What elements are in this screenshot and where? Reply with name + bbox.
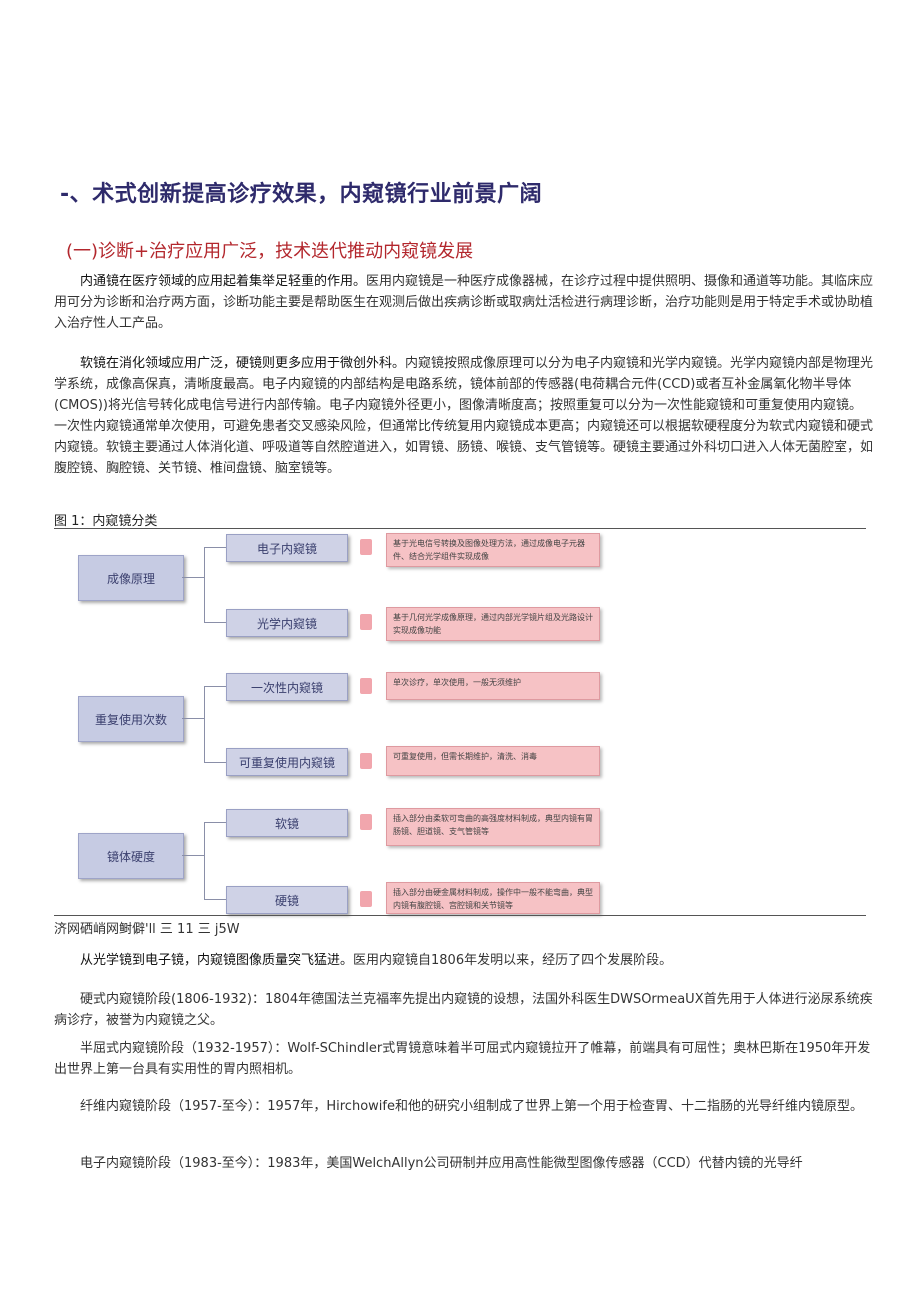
category-box: 成像原理 [78, 555, 184, 601]
paragraph-lead: 内通镜在医疗领域的应用起着集举足轻重的作用。 [80, 274, 367, 289]
arrow-icon [360, 891, 372, 907]
paragraph-stage-fiber: 纤维内窥镜阶段（1957-至今）：1957年，Hirchowife和他的研究小组… [54, 1096, 874, 1117]
connector [204, 547, 226, 548]
type-box: 软镜 [226, 809, 348, 837]
type-box: 一次性内窥镜 [226, 673, 348, 701]
description-box: 基于几何光学成像原理，通过内部光学镜片组及光路设计实现成像功能 [386, 607, 600, 641]
type-box: 可重复使用内窥镜 [226, 748, 348, 776]
arrow-icon [360, 814, 372, 830]
type-box: 光学内窥镜 [226, 609, 348, 637]
description-box: 可重复使用，但需长期维护，清洗、消毒 [386, 746, 600, 776]
paragraph-text: 硬式内窥镜阶段(1806-1932)：1804年德国法兰克福率先提出内窥镜的设想… [54, 992, 873, 1028]
paragraph-text: 医用内窥镜是一种医疗成像器械，在诊疗过程中提供照明、摄像和通道等功能。其临床应用… [54, 274, 874, 331]
paragraph-text: 半屈式内窥镜阶段（1932-1957）：Wolf-SChindler式胃镜意味着… [54, 1041, 871, 1077]
description-box: 基于光电信号转换及图像处理方法，通过成像电子元器件、结合光学组件实现成像 [386, 533, 600, 567]
arrow-icon [360, 753, 372, 769]
paragraph-stage-electronic: 电子内窥镜阶段（1983-至今）：1983年，美国WelchAllyn公司研制并… [54, 1153, 874, 1174]
category-box: 重复使用次数 [78, 696, 184, 742]
arrow-icon [360, 678, 372, 694]
connector [204, 686, 226, 687]
paragraph-text: 医用内窥镜自1806年发明以来，经历了四个发展阶段。 [353, 953, 673, 968]
connector [204, 622, 226, 623]
category-box: 镜体硬度 [78, 833, 184, 879]
description-box: 插入部分由柔软可弯曲的高强度材料制成，典型内镜有胃肠镜、胆道镜、支气管镜等 [386, 808, 600, 846]
connector [204, 822, 205, 899]
type-box: 硬镜 [226, 886, 348, 914]
connector [204, 547, 205, 622]
subsection-heading: (一)诊断+治疗应用广泛，技术迭代推动内窥镜发展 [66, 241, 474, 262]
arrow-icon [360, 539, 372, 555]
connector [204, 899, 226, 900]
paragraph-lead: 软镜在消化领域应用广泛，硬镜则更多应用于微创外科。 [80, 356, 406, 371]
connector [204, 762, 226, 763]
connector [182, 577, 204, 578]
figure-source: 济网硒峭网鲥僻'll 三 11 三 j5W [54, 922, 240, 937]
figure-caption: 图 1：内窥镜分类 [54, 514, 158, 529]
paragraph-stage-semiflexible: 半屈式内窥镜阶段（1932-1957）：Wolf-SChindler式胃镜意味着… [54, 1038, 874, 1080]
paragraph-stage-rigid: 硬式内窥镜阶段(1806-1932)：1804年德国法兰克福率先提出内窥镜的设想… [54, 989, 874, 1031]
paragraph-history-intro: 从光学镜到电子镜，内窥镜图像质量突飞猛进。医用内窥镜自1806年发明以来，经历了… [54, 950, 874, 971]
paragraph-intro: 内通镜在医疗领域的应用起着集举足轻重的作用。医用内窥镜是一种医疗成像器械，在诊疗… [54, 271, 874, 334]
description-box: 插入部分由硬金属材料制成，操作中一般不能弯曲，典型内镜有腹腔镜、宫腔镜和关节镜等 [386, 882, 600, 914]
paragraph-text: 电子内窥镜阶段（1983-至今）：1983年，美国WelchAllyn公司研制并… [80, 1156, 803, 1171]
description-box: 单次诊疗，单次使用，一般无须维护 [386, 672, 600, 700]
connector [204, 822, 226, 823]
connector [182, 718, 204, 719]
paragraph-text: 内窥镜按照成像原理可以分为电子内窥镜和光学内窥镜。光学内窥镜内部是物理光学系统，… [54, 356, 874, 476]
paragraph-text: 纤维内窥镜阶段（1957-至今）：1957年，Hirchowife和他的研究小组… [80, 1099, 863, 1114]
paragraph-classification: 软镜在消化领域应用广泛，硬镜则更多应用于微创外科。内窥镜按照成像原理可以分为电子… [54, 353, 874, 479]
figure-top-rule [54, 528, 866, 529]
paragraph-lead: 从光学镜到电子镜，内窥镜图像质量突飞猛进。 [80, 953, 354, 968]
section-heading: -、术式创新提高诊疗效果，内窥镜行业前景广阔 [60, 182, 543, 207]
connector [182, 855, 204, 856]
connector [204, 686, 205, 762]
type-box: 电子内窥镜 [226, 534, 348, 562]
figure-bottom-rule [54, 915, 866, 916]
classification-diagram: 成像原理 电子内窥镜 基于光电信号转换及图像处理方法，通过成像电子元器件、结合光… [54, 530, 866, 914]
arrow-icon [360, 614, 372, 630]
